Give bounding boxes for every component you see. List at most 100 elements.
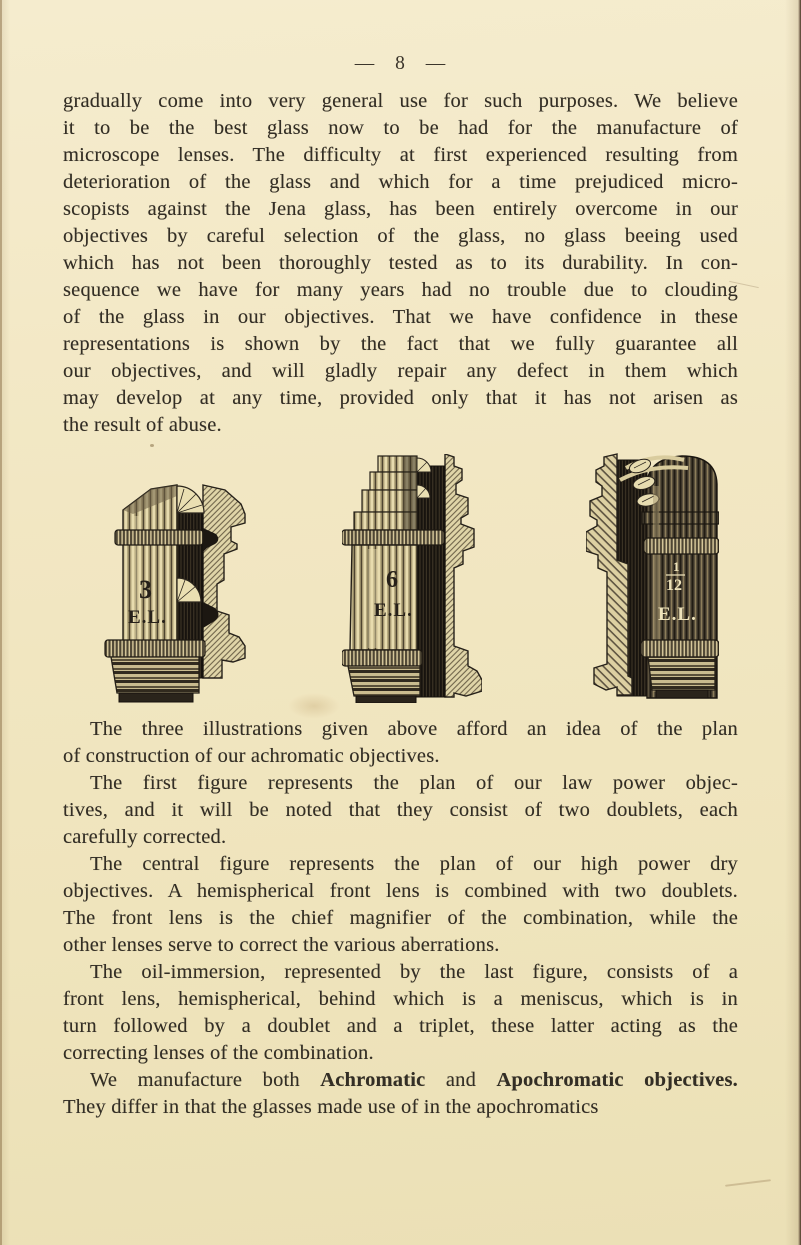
page-scratch — [725, 1179, 771, 1187]
text-line: scopists against the Jena glass, has bee… — [63, 196, 738, 223]
page-left-edge — [0, 0, 2, 1245]
bold-text-segment: Apochromatic objectives. — [496, 1069, 738, 1091]
lens-stack — [628, 458, 660, 507]
text-segment: representations is shown by the fact tha… — [63, 333, 738, 355]
page-stain — [288, 693, 340, 719]
text-segment: front lens, hemispherical, behind which … — [63, 988, 738, 1010]
text-line: They differ in that the glasses made use… — [63, 1094, 738, 1121]
paragraph: The first figure represents the plan of … — [63, 770, 738, 851]
paragraph: We manufacture both Achromatic and Apoch… — [63, 1067, 738, 1121]
text-line: deterioration of the glass and which for… — [63, 169, 738, 196]
barrel-highlight — [653, 486, 659, 692]
text-segment: which has not been thoroughly tested as … — [63, 252, 738, 274]
text-segment: our objectives, and will gladly repair a… — [63, 360, 738, 382]
text-line: objectives. A hemispherical front lens i… — [63, 878, 738, 905]
text-line: which has not been thoroughly tested as … — [63, 250, 738, 277]
bottom-lip — [355, 695, 417, 703]
lens-doublet — [416, 484, 431, 499]
figure-power-label: 6 — [386, 567, 398, 593]
collar — [641, 511, 719, 525]
lens-front — [416, 457, 432, 473]
knurled-ring — [643, 537, 719, 555]
internal-mount — [203, 528, 219, 552]
text-segment: The central figure represents the plan o… — [90, 853, 738, 875]
text-line: may develop at any time, provided only t… — [63, 385, 738, 412]
text-line: sequence we have for many years had no t… — [63, 277, 738, 304]
knurled-flange — [342, 649, 423, 667]
paragraph: gradually come into very general use for… — [63, 88, 738, 439]
text-line: microscope lenses. The difficulty at fir… — [63, 142, 738, 169]
text-segment: of construction of our achromatic object… — [63, 745, 440, 767]
bore-section — [416, 465, 446, 698]
body-text-bottom: The three illustrations given above affo… — [63, 716, 738, 1121]
text-segment: may develop at any time, provided only t… — [63, 387, 738, 409]
page-right-edge-shade — [785, 0, 801, 1245]
paragraph: The three illustrations given above affo… — [63, 716, 738, 770]
figure-high-power-dry-objective: 6 E.L. — [342, 454, 482, 703]
bottom-lip — [118, 692, 194, 703]
figure-maker-label: E.L. — [658, 604, 697, 625]
text-line: it to be the best glass now to be had fo… — [63, 115, 738, 142]
text-segment: the result of abuse. — [63, 414, 222, 436]
text-line: turn followed by a doublet and a triplet… — [63, 1013, 738, 1040]
cutaway-wall — [202, 484, 246, 679]
page-number: — 8 — — [354, 53, 447, 74]
figures-row: 3 E.L. 6 E. — [63, 446, 738, 714]
internal-mount — [203, 602, 219, 628]
text-segment: We manufacture both — [90, 1069, 321, 1091]
text-segment: sequence we have for many years had no t… — [63, 279, 738, 301]
text-segment: and — [425, 1069, 497, 1091]
text-line: carefully corrected. — [63, 824, 738, 851]
text-line: our objectives, and will gladly repair a… — [63, 358, 738, 385]
knurled-flange — [104, 639, 206, 658]
figure-maker-label: E.L. — [374, 600, 413, 621]
dome-ring — [619, 465, 689, 482]
text-segment: correcting lenses of the combination. — [63, 1042, 374, 1064]
text-line: The first figure represents the plan of … — [63, 770, 738, 797]
paragraph: The oil-immersion, represented by the la… — [63, 959, 738, 1067]
text-line: The oil-immersion, represented by the la… — [63, 959, 738, 986]
text-segment: The front lens is the chief magnifier of… — [63, 907, 738, 929]
lens-doublet-top — [176, 485, 205, 514]
text-line: tives, and it will be noted that they co… — [63, 797, 738, 824]
page-speck — [150, 444, 154, 447]
text-line: of the glass in our objectives. That we … — [63, 304, 738, 331]
text-line: We manufacture both Achromatic and Apoch… — [63, 1067, 738, 1094]
thread — [110, 656, 200, 694]
thread — [347, 665, 421, 697]
text-line: The three illustrations given above affo… — [63, 716, 738, 743]
text-segment: The first figure represents the plan of … — [90, 772, 738, 794]
text-line: of construction of our achromatic object… — [63, 743, 738, 770]
bold-text-segment: Achromatic — [320, 1069, 426, 1091]
text-segment: The three illustrations given above affo… — [90, 718, 738, 740]
text-line: The central figure represents the plan o… — [63, 851, 738, 878]
text-segment: turn followed by a doublet and a triplet… — [63, 1015, 738, 1037]
text-segment: objectives. A hemispherical front lens i… — [63, 880, 738, 902]
tier-shade — [404, 456, 417, 530]
lens-doublet-mid — [176, 577, 202, 603]
figure-power-label: 3 — [139, 575, 152, 604]
thread — [647, 656, 716, 691]
text-segment: microscope lenses. The difficulty at fir… — [63, 144, 738, 166]
page-left-edge-shade — [0, 0, 10, 1245]
text-segment: deterioration of the glass and which for… — [63, 171, 738, 193]
figure-power-numerator: 1 — [673, 559, 680, 574]
text-segment: gradually come into very general use for… — [63, 90, 738, 112]
knurled-ring — [114, 529, 204, 546]
text-line: The front lens is the chief magnifier of… — [63, 905, 738, 932]
cap-shade — [123, 485, 177, 514]
barrel-highlight — [133, 516, 141, 674]
text-segment: carefully corrected. — [63, 826, 227, 848]
barrel — [349, 544, 418, 651]
text-segment: The oil-immersion, represented by the la… — [90, 961, 738, 983]
figure-maker-label: E.L. — [128, 607, 167, 628]
text-segment: scopists against the Jena glass, has bee… — [63, 198, 738, 220]
barrel-highlight — [368, 549, 378, 648]
text-line: representations is shown by the fact tha… — [63, 331, 738, 358]
text-segment: They differ in that the glasses made use… — [63, 1096, 599, 1118]
text-line: gradually come into very general use for… — [63, 88, 738, 115]
text-segment: other lenses serve to correct the variou… — [63, 934, 500, 956]
text-segment: of the glass in our objectives. That we … — [63, 306, 738, 328]
text-segment: tives, and it will be noted that they co… — [63, 799, 738, 821]
